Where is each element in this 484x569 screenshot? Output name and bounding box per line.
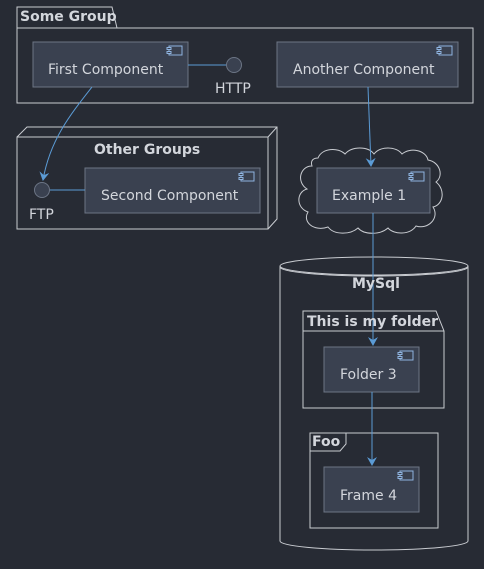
arrow-another-to-example1	[365, 86, 376, 167]
component-another-label: Another Component	[293, 62, 435, 78]
component-second[interactable]	[84, 167, 261, 214]
database-mysql-label: MySql	[352, 276, 400, 292]
package-some-group-label: Some Group	[20, 9, 117, 25]
interface-http-label: HTTP	[215, 81, 251, 97]
arrow-first-to-ftp	[39, 86, 93, 181]
package-some-group	[16, 6, 474, 104]
frame-foo	[309, 432, 439, 529]
component-folder3[interactable]	[323, 346, 420, 393]
database-mysql	[279, 256, 469, 551]
component-frame4-label: Frame 4	[340, 488, 397, 504]
interface-ftp-label: FTP	[29, 207, 54, 223]
cloud-shape	[298, 147, 443, 234]
interface-ftp[interactable]	[34, 182, 86, 198]
component-example1[interactable]	[316, 167, 431, 214]
frame-foo-label: Foo	[312, 434, 341, 450]
component-folder3-label: Folder 3	[340, 367, 397, 383]
component-first-label: First Component	[48, 62, 164, 78]
component-second-label: Second Component	[101, 188, 239, 204]
node-other-groups-label: Other Groups	[94, 142, 201, 158]
interface-http[interactable]	[188, 57, 242, 73]
node-other-groups	[16, 126, 278, 230]
component-another[interactable]	[276, 41, 459, 88]
folder-label: This is my folder	[307, 314, 439, 330]
component-frame4[interactable]	[323, 466, 420, 513]
component-example1-label: Example 1	[332, 188, 407, 204]
